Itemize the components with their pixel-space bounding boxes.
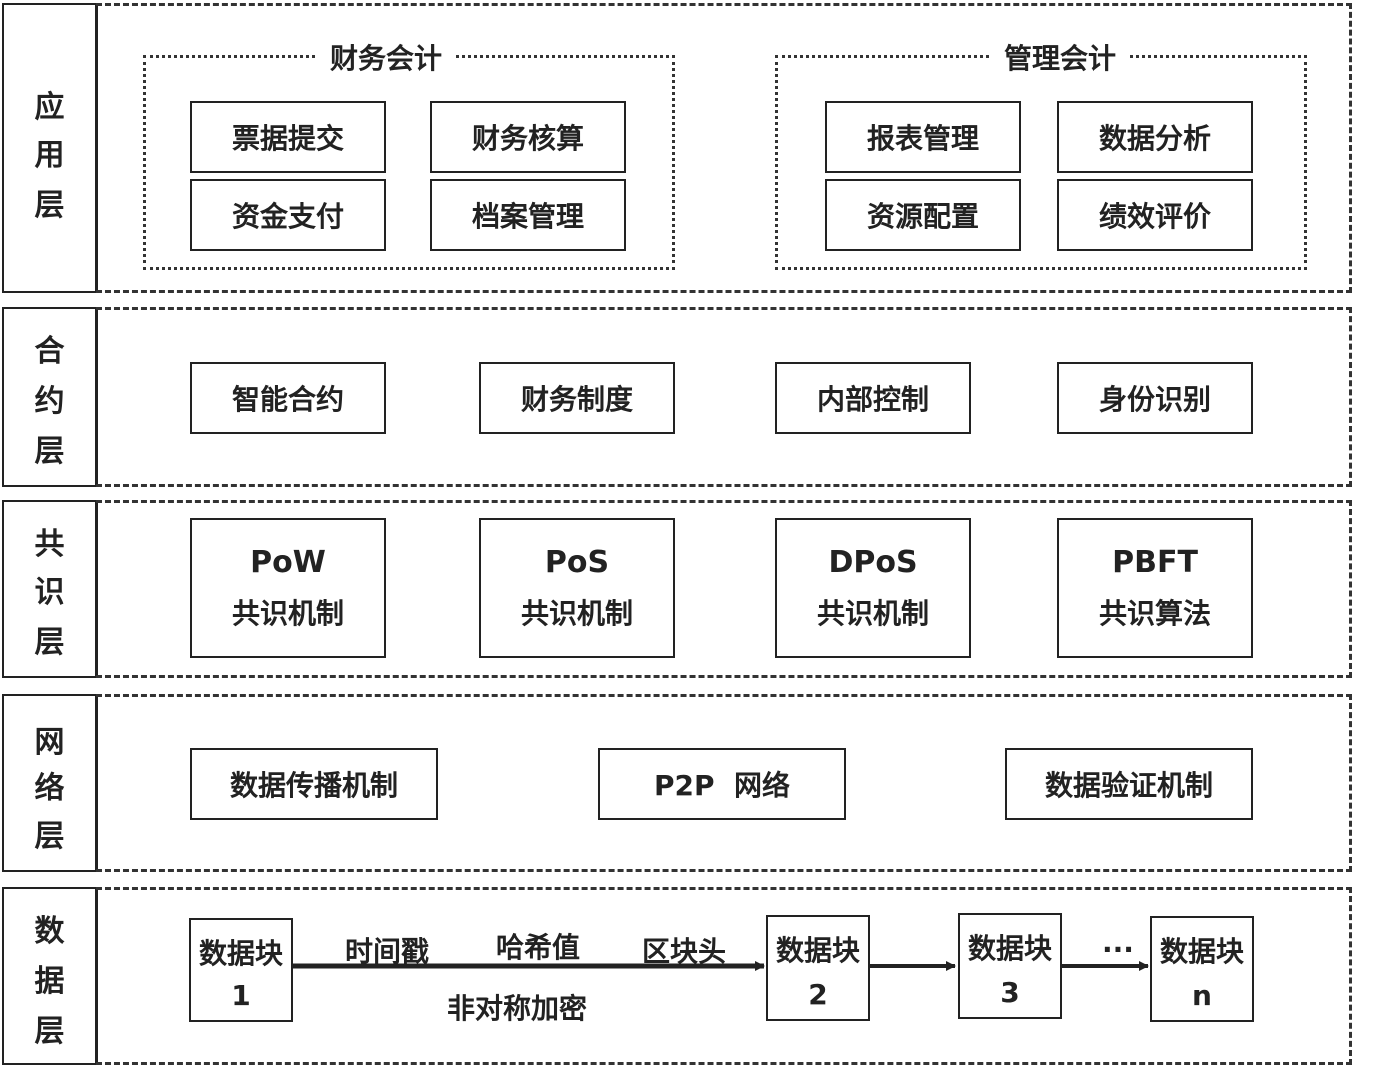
layer-label-contract: 合 约 层 <box>2 307 98 487</box>
consensus-pbft-desc: 共识算法 <box>1098 597 1211 631</box>
financial-accounting-title: 财务会计 <box>316 37 457 77</box>
app-box-resource-allocation: 资源配置 <box>825 179 1021 251</box>
consensus-box-dpos: DPoS 共识机制 <box>775 518 971 658</box>
app-box-performance-evaluation: 绩效评价 <box>1057 179 1253 251</box>
app-box-archive-management: 档案管理 <box>430 179 626 251</box>
data-block-n: 数据块 n <box>1150 916 1254 1022</box>
contract-box-internal-control: 内部控制 <box>775 362 971 434</box>
label-hash: 哈希值 <box>496 931 581 964</box>
data-block-n-index: n <box>1192 979 1212 1012</box>
contract-box-identity-recognition: 身份识别 <box>1057 362 1253 434</box>
layer-frame-contract <box>96 307 1352 487</box>
data-block-2-title: 数据块 <box>775 934 860 967</box>
consensus-dpos-desc: 共识机制 <box>816 597 929 631</box>
consensus-pow-name: PoW <box>250 545 326 581</box>
network-layer: 网 络 层 数据传播机制 P2P 网络 数据验证机制 <box>0 694 1352 872</box>
layer-label-data: 数 据 层 <box>2 887 98 1065</box>
network-box-p2p: P2P 网络 <box>598 748 846 820</box>
consensus-pos-desc: 共识机制 <box>520 597 633 631</box>
consensus-pow-desc: 共识机制 <box>231 597 344 631</box>
label-asymmetric-encryption: 非对称加密 <box>447 992 588 1025</box>
consensus-dpos-name: DPoS <box>828 545 918 581</box>
consensus-layer: 共 识 层 PoW 共识机制 PoS 共识机制 DPoS 共识机制 PBFT 共… <box>0 500 1352 678</box>
data-block-2-index: 2 <box>808 978 828 1011</box>
data-block-n-title: 数据块 <box>1159 935 1244 968</box>
consensus-pbft-name: PBFT <box>1112 545 1198 581</box>
layer-frame-data <box>96 887 1352 1065</box>
layer-frame-network <box>96 694 1352 872</box>
label-block-header: 区块头 <box>642 935 727 968</box>
data-block-1-index: 1 <box>231 979 251 1012</box>
app-box-report-management: 报表管理 <box>825 101 1021 173</box>
app-box-financial-accounting: 财务核算 <box>430 101 626 173</box>
network-box-data-verification: 数据验证机制 <box>1005 748 1253 820</box>
layer-frame-application <box>96 3 1352 293</box>
label-timestamp: 时间戳 <box>345 935 430 968</box>
app-box-data-analysis: 数据分析 <box>1057 101 1253 173</box>
management-accounting-title: 管理会计 <box>990 37 1131 77</box>
data-block-3-title: 数据块 <box>967 932 1052 965</box>
consensus-box-pos: PoS 共识机制 <box>479 518 675 658</box>
layer-frame-consensus <box>96 500 1352 678</box>
application-layer: 应 用 层 财务会计 票据提交 财务核算 资金支付 档案管理 管理会计 报表管理… <box>0 3 1352 293</box>
network-box-data-propagation: 数据传播机制 <box>190 748 438 820</box>
data-block-1-title: 数据块 <box>198 937 283 970</box>
data-block-3-index: 3 <box>1000 976 1020 1009</box>
consensus-pos-name: PoS <box>544 545 610 581</box>
contract-layer: 合 约 层 智能合约 财务制度 内部控制 身份识别 <box>0 307 1352 487</box>
contract-box-smart-contract: 智能合约 <box>190 362 386 434</box>
layer-label-application: 应 用 层 <box>2 3 98 293</box>
consensus-box-pow: PoW 共识机制 <box>190 518 386 658</box>
layer-label-network: 网 络 层 <box>2 694 98 872</box>
label-ellipsis: ... <box>1102 926 1134 959</box>
data-block-1: 数据块 1 <box>189 918 293 1022</box>
data-layer: 数 据 层 <box>0 887 1352 1065</box>
app-box-fund-payment: 资金支付 <box>190 179 386 251</box>
data-block-2: 数据块 2 <box>766 915 870 1021</box>
layer-label-consensus: 共 识 层 <box>2 500 98 678</box>
contract-box-financial-system: 财务制度 <box>479 362 675 434</box>
data-block-3: 数据块 3 <box>958 913 1062 1019</box>
app-box-bill-submission: 票据提交 <box>190 101 386 173</box>
consensus-box-pbft: PBFT 共识算法 <box>1057 518 1253 658</box>
